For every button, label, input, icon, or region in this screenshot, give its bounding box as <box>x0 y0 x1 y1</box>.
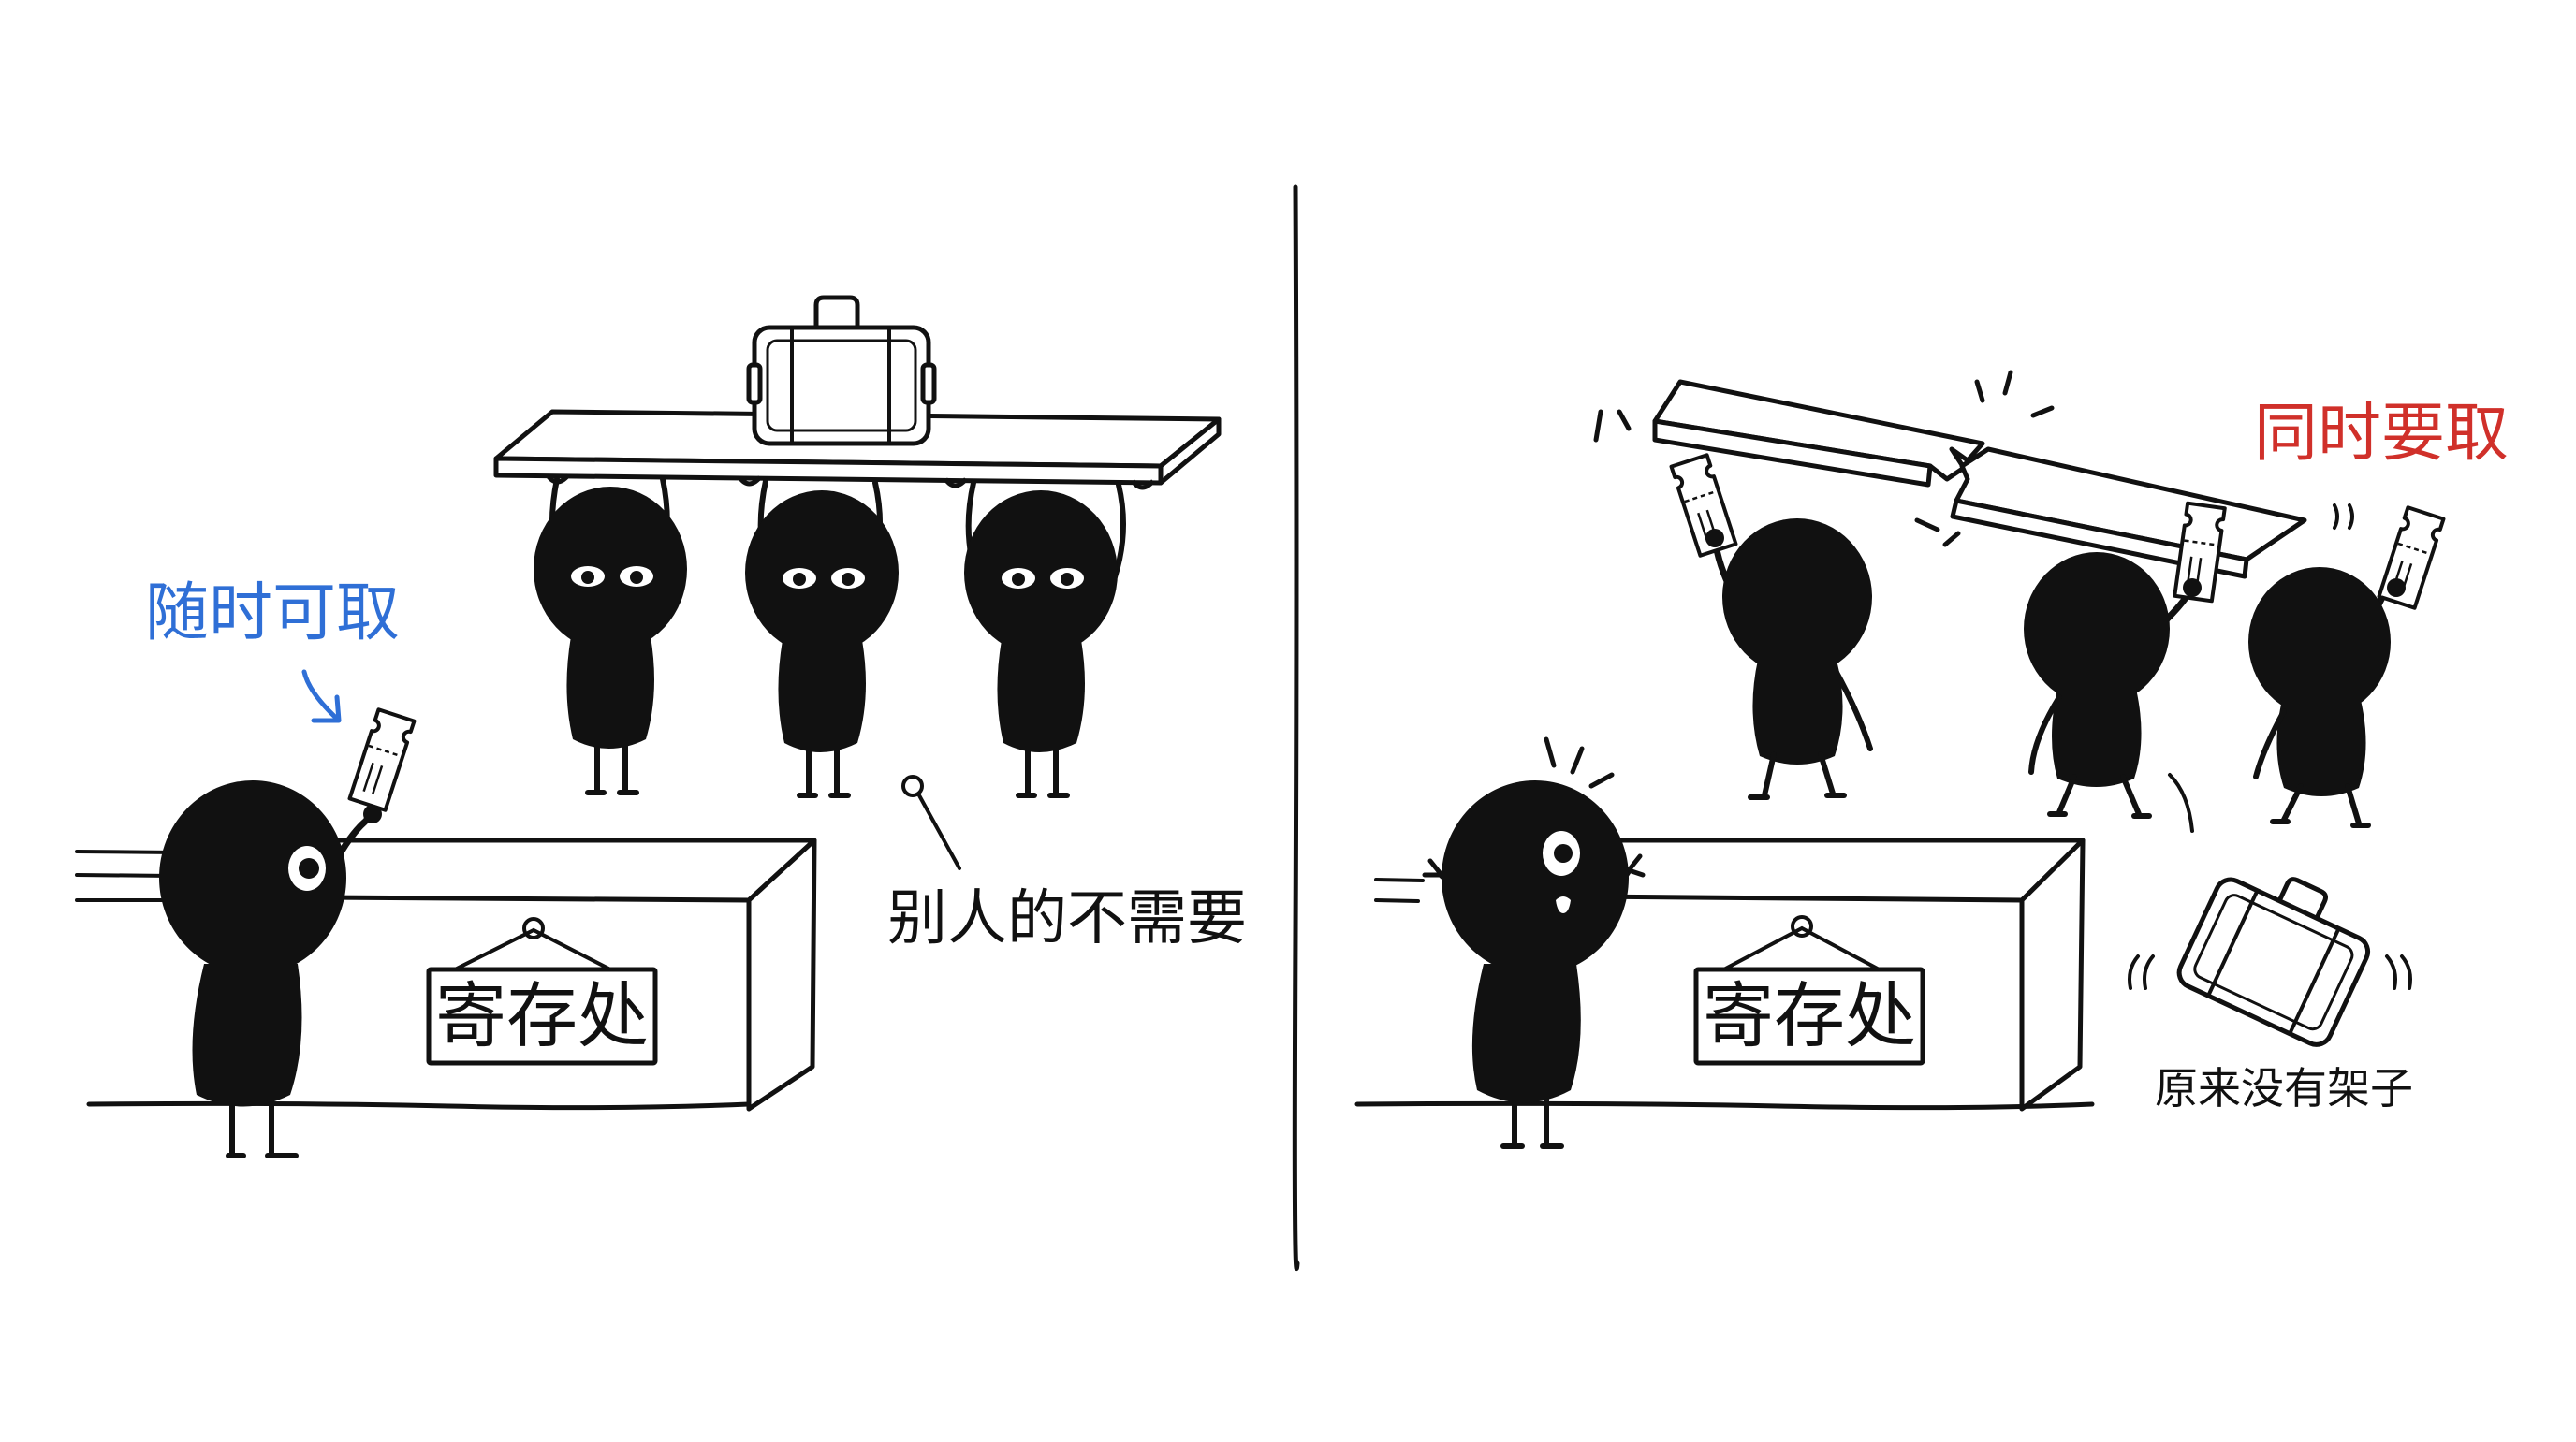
caption-no-shelf: 原来没有架子 <box>2155 1063 2413 1114</box>
figure-ticket-holder <box>159 707 417 1158</box>
motion-lines <box>75 850 180 902</box>
figure-grabbing-3 <box>2248 503 2446 828</box>
caption-fetch-together: 同时要取 <box>2254 397 2510 471</box>
suitcase-on-shelf <box>746 295 937 446</box>
figure-shelf-1 <box>534 476 687 795</box>
floor-line <box>86 1100 752 1111</box>
fall-motion-lines <box>2128 773 2412 990</box>
motion-lines <box>1374 878 1425 903</box>
caption-always-available: 随时可取 <box>145 576 401 650</box>
blue-arrow <box>301 669 342 723</box>
floor-line <box>1354 1100 2095 1111</box>
figure-startled <box>1422 736 1646 1149</box>
annotation-pointer <box>901 775 961 870</box>
ticket-icon <box>1669 453 1738 558</box>
left-panel: 寄存处 <box>75 295 1222 1158</box>
panel-divider <box>1292 184 1300 1271</box>
storage-sign: 寄存处 <box>426 917 658 1066</box>
storage-sign: 寄存处 <box>1693 915 1925 1066</box>
crack-lines <box>1593 370 2055 547</box>
figure-grabbing-2 <box>2024 501 2227 819</box>
storage-sign-text: 寄存处 <box>435 974 649 1057</box>
ticket-icon <box>347 707 417 812</box>
right-panel: 寄存处 <box>1354 370 2446 1149</box>
falling-suitcase <box>2176 877 2371 1047</box>
figure-grabbing-1 <box>1669 453 1873 800</box>
caption-not-needed: 别人的不需要 <box>887 884 1247 954</box>
figure-shelf-3 <box>964 480 1127 798</box>
figure-shelf-2 <box>745 478 899 798</box>
storage-counter <box>1579 838 2086 1112</box>
storage-sign-text: 寄存处 <box>1703 974 1916 1057</box>
